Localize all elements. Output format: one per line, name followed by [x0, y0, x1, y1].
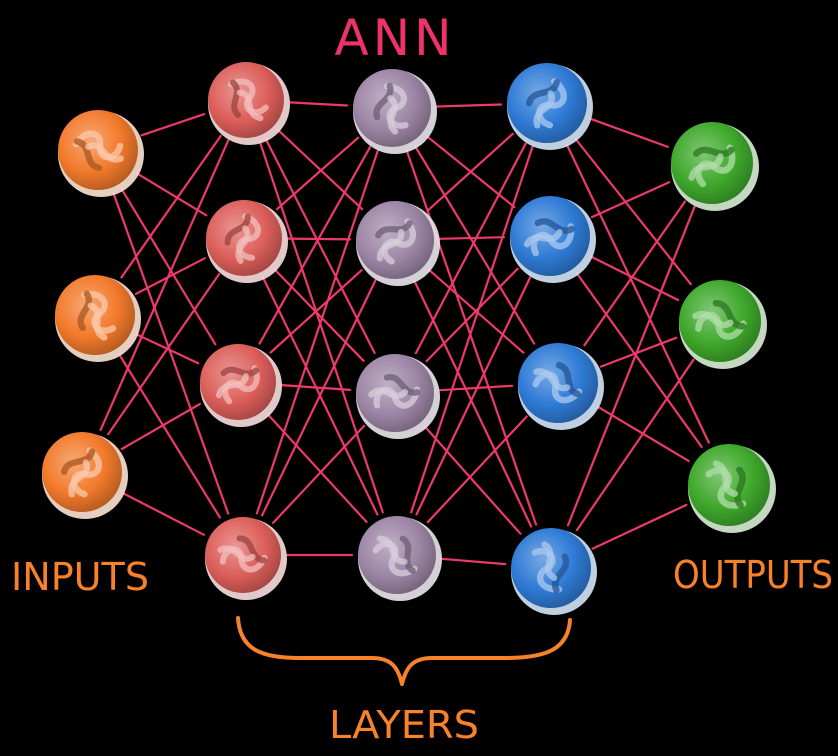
connection-hidden-3-1-to-output-1	[589, 117, 669, 148]
connection-hidden-2-4-to-hidden-3-3	[426, 415, 528, 524]
layers-brace	[236, 616, 572, 686]
connection-hidden-3-4-to-output-2	[575, 358, 695, 532]
connection-hidden-1-4-to-hidden-2-2	[261, 279, 377, 517]
connection-hidden-1-3-to-hidden-2-4	[266, 413, 368, 524]
connection-hidden-3-2-to-output-2	[589, 255, 680, 302]
connection-input-3-to-hidden-1-2	[107, 273, 221, 436]
diagram-title: ANN	[334, 9, 455, 67]
neuron-hidden-1-4	[205, 517, 287, 600]
connection-input-2-to-hidden-1-2	[134, 257, 206, 295]
neuron-hidden-2-2	[356, 201, 440, 286]
connection-hidden-3-2-to-output-1	[590, 181, 671, 219]
connection-input-1-to-hidden-1-4	[112, 192, 230, 515]
connection-input-2-to-hidden-1-1	[120, 134, 222, 279]
connection-hidden-1-2-to-hidden-2-3	[273, 268, 365, 362]
connection-hidden-3-3-to-output-1	[583, 200, 687, 347]
neurons	[42, 62, 776, 615]
connection-hidden-3-1-to-output-3	[565, 143, 710, 444]
connection-hidden-3-1-to-output-2	[574, 137, 692, 286]
neuron-hidden-1-1	[208, 62, 290, 145]
layers-label: LAYERS	[329, 703, 479, 747]
connection-input-2-to-hidden-1-4	[117, 353, 221, 519]
connection-hidden-1-1-to-hidden-2-4	[258, 140, 384, 514]
connections	[99, 101, 710, 566]
connection-hidden-2-4-to-hidden-3-2	[415, 276, 532, 516]
connection-hidden-2-4-to-hidden-3-4	[440, 557, 507, 566]
connection-input-1-to-hidden-1-3	[120, 188, 217, 346]
connection-hidden-2-4-to-hidden-3-1	[410, 145, 534, 514]
connection-hidden-2-3-to-hidden-3-2	[425, 267, 519, 363]
connection-hidden-2-3-to-hidden-3-1	[414, 142, 527, 355]
neuron-hidden-2-1	[353, 69, 437, 154]
neuron-hidden-2-4	[358, 516, 442, 601]
connection-input-1-to-hidden-1-2	[136, 172, 208, 217]
connection-hidden-1-1-to-hidden-2-1	[288, 101, 349, 107]
connection-hidden-1-4-to-hidden-2-1	[255, 149, 379, 515]
connection-hidden-1-3-to-hidden-2-3	[280, 384, 352, 391]
connection-hidden-3-3-to-output-2	[599, 336, 678, 368]
neuron-hidden-3-3	[518, 343, 604, 430]
neuron-hidden-1-2	[206, 200, 288, 283]
neuron-hidden-3-1	[507, 63, 593, 150]
outputs-label: OUTPUTS	[673, 553, 833, 597]
neuron-output-1	[671, 122, 759, 211]
connection-hidden-3-4-to-output-3	[591, 503, 688, 550]
neuron-output-2	[679, 280, 767, 369]
connection-input-1-to-hidden-1-1	[140, 112, 206, 137]
connection-hidden-2-3-to-hidden-3-4	[423, 425, 522, 535]
inputs-label: INPUTS	[11, 555, 149, 599]
connection-hidden-2-2-to-hidden-3-4	[413, 279, 533, 528]
neuron-hidden-3-4	[511, 528, 597, 615]
connection-hidden-1-1-to-hidden-2-2	[277, 129, 364, 211]
connection-hidden-2-1-to-hidden-3-1	[435, 103, 503, 108]
connection-hidden-3-4-to-output-1	[566, 205, 696, 527]
connection-input-3-to-hidden-1-4	[121, 492, 205, 536]
neuron-output-3	[688, 444, 776, 533]
connection-hidden-2-2-to-hidden-3-2	[438, 236, 506, 240]
connection-hidden-2-1-to-hidden-3-4	[405, 149, 538, 526]
connection-hidden-2-2-to-hidden-3-1	[427, 132, 514, 211]
connection-hidden-1-3-to-hidden-2-1	[258, 146, 372, 345]
connection-input-3-to-hidden-1-1	[99, 139, 230, 431]
neuron-hidden-2-3	[356, 354, 440, 439]
connection-hidden-1-4-to-hidden-2-3	[272, 424, 366, 525]
neuron-hidden-3-2	[510, 196, 596, 283]
neuron-hidden-1-3	[200, 344, 282, 427]
connection-hidden-1-3-to-hidden-2-2	[269, 269, 363, 354]
neuron-input-2	[55, 275, 141, 362]
neuron-input-3	[42, 432, 128, 519]
neuron-input-1	[58, 110, 144, 197]
connection-hidden-3-2-to-output-3	[575, 272, 703, 448]
connection-hidden-1-2-to-hidden-2-1	[276, 136, 360, 211]
connection-input-3-to-hidden-1-3	[120, 402, 201, 451]
